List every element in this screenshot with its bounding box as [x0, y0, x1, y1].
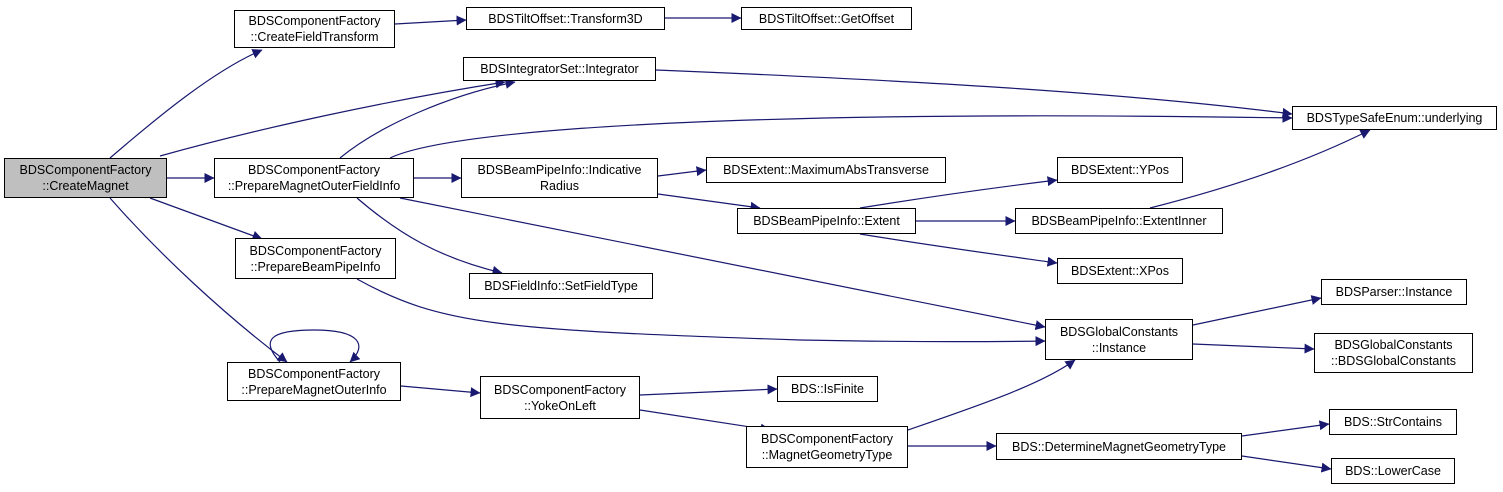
node-transform3d[interactable]: BDSTiltOffset::Transform3D: [466, 7, 665, 30]
node-label: ::CreateFieldTransform: [250, 30, 379, 44]
call-edge-indicativeradius-to-extent: [657, 193, 761, 212]
call-edge-indicativeradius-to-maximumabstransverse: [657, 166, 707, 177]
call-edge-determinemagnetgeometrytype-to-lowercase: [1241, 455, 1332, 473]
node-label: Radius: [540, 179, 579, 193]
node-label: BDSBeamPipeInfo::Indicative: [477, 163, 642, 177]
node-label: BDSComponentFactory: [760, 432, 893, 446]
node-label: BDSComponentFactory: [247, 163, 380, 177]
call-edge-createfieldtransform-to-transform3d: [394, 15, 467, 26]
call-edge-preparemagnetouterinfo-to-yokeonleft: [400, 385, 481, 398]
call-edge-createmagnet-to-createfieldtransform: [109, 49, 263, 159]
node-label: BDSComponentFactory: [493, 382, 626, 397]
node-label: ::PrepareMagnetOuterInfo: [241, 382, 387, 397]
call-edge-preparemagnetouterfieldinfo-to-underlying: [389, 112, 1293, 159]
node-label: BDSExtent::XPos: [1071, 264, 1169, 278]
node-label: BDSExtent::YPos: [1071, 163, 1169, 177]
node-label: ::MagnetGeometryType: [761, 448, 893, 462]
node-create-field-transform[interactable]: BDSComponentFactory ::CreateFieldTransfo…: [234, 10, 395, 48]
call-edge-extentinner-to-underlying: [1149, 129, 1371, 209]
call-edge-preparemagnetouterinfo-to-preparemagnetouterinfo: [269, 329, 361, 363]
call-edge-yokeonleft-to-isfinite: [639, 384, 778, 396]
node-is-finite[interactable]: BDS::IsFinite: [777, 376, 878, 402]
call-edge-globalinstance-to-parserinstance: [1192, 295, 1322, 326]
node-label: BDSParser::Instance: [1335, 285, 1453, 299]
call-edge-createmagnet-to-preparemagnetouterinfo: [109, 197, 288, 363]
call-edge-determinemagnetgeometrytype-to-strcontains: [1241, 420, 1330, 437]
node-label: BDSFieldInfo::SetFieldType: [484, 279, 638, 293]
node-global-constants-constructor[interactable]: BDSGlobalConstants ::BDSGlobalConstants: [1314, 333, 1473, 373]
node-magnet-geometry-type[interactable]: BDSComponentFactory ::MagnetGeometryType: [746, 426, 908, 468]
call-edge-integrator-to-underlying: [655, 69, 1293, 118]
node-label: BDSComponentFactory: [248, 14, 381, 28]
node-label: ::Instance: [1091, 340, 1147, 355]
node-label: BDSGlobalConstants: [1059, 324, 1179, 339]
node-ypos[interactable]: BDSExtent::YPos: [1057, 157, 1183, 183]
call-edge-createmagnet-to-preparebeampipeinfo: [149, 197, 263, 241]
node-get-offset[interactable]: BDSTiltOffset::GetOffset: [741, 7, 912, 30]
node-label: BDSComponentFactory: [249, 243, 382, 258]
node-label: BDSComponentFactory: [19, 163, 152, 177]
node-label: ::PrepareMagnetOuterFieldInfo: [227, 179, 401, 193]
call-edge-extent-to-ypos: [859, 176, 1058, 209]
node-lower-case[interactable]: BDS::LowerCase: [1331, 458, 1455, 484]
node-label: ::BDSGlobalConstants: [1330, 354, 1457, 368]
node-maximum-abs-transverse[interactable]: BDSExtent::MaximumAbsTransverse: [706, 157, 946, 183]
node-prepare-magnet-outer-field-info[interactable]: BDSComponentFactory ::PrepareMagnetOuter…: [214, 158, 414, 198]
node-set-field-type[interactable]: BDSFieldInfo::SetFieldType: [469, 273, 653, 299]
call-edge-extent-to-xpos: [859, 233, 1058, 267]
node-prepare-magnet-outer-info[interactable]: BDSComponentFactory ::PrepareMagnetOuter…: [227, 362, 401, 401]
node-label: BDSComponentFactory: [247, 366, 380, 381]
node-extent[interactable]: BDSBeamPipeInfo::Extent: [737, 208, 916, 234]
node-label: ::CreateMagnet: [42, 179, 129, 193]
node-label: BDSTypeSafeEnum::underlying: [1306, 111, 1483, 125]
node-xpos[interactable]: BDSExtent::XPos: [1057, 258, 1183, 284]
node-label: BDS::StrContains: [1344, 415, 1442, 429]
node-indicative-radius[interactable]: BDSBeamPipeInfo::Indicative Radius: [461, 158, 658, 198]
node-label: BDS::DetermineMagnetGeometryType: [1012, 439, 1226, 454]
call-edge-preparemagnetouterfieldinfo-to-setfieldtype: [356, 197, 503, 276]
node-label: BDSExtent::MaximumAbsTransverse: [723, 163, 929, 177]
node-global-constants-instance[interactable]: BDSGlobalConstants ::Instance: [1045, 319, 1193, 360]
call-edge-preparebeampipeinfo-to-globalinstance: [356, 278, 1046, 347]
node-str-contains[interactable]: BDS::StrContains: [1329, 409, 1457, 435]
call-edge-preparemagnetouterfieldinfo-to-integrator: [339, 78, 516, 159]
node-label: BDSIntegratorSet::Integrator: [480, 62, 639, 76]
node-parser-instance[interactable]: BDSParser::Instance: [1321, 279, 1467, 305]
node-label: ::PrepareBeamPipeInfo: [250, 259, 381, 274]
node-create-magnet: BDSComponentFactory ::CreateMagnet: [4, 158, 167, 198]
node-label: BDS::IsFinite: [791, 382, 864, 396]
call-edge-preparemagnetouterfieldinfo-to-globalinstance: [399, 197, 1046, 331]
node-label: BDS::LowerCase: [1345, 464, 1441, 478]
node-prepare-beam-pipe-info[interactable]: BDSComponentFactory ::PrepareBeamPipeInf…: [235, 238, 396, 279]
node-underlying[interactable]: BDSTypeSafeEnum::underlying: [1292, 106, 1497, 130]
node-label: BDSBeamPipeInfo::Extent: [753, 214, 900, 228]
node-label: BDSGlobalConstants: [1334, 338, 1453, 352]
call-edge-globalinstance-to-globalconstants: [1192, 343, 1315, 354]
call-edge-createmagnet-to-integrator: [159, 78, 506, 157]
call-edge-magnetgeometrytype-to-globalinstance: [907, 359, 1076, 431]
node-determine-magnet-geometry-type[interactable]: BDS::DetermineMagnetGeometryType: [996, 433, 1242, 460]
node-extent-inner[interactable]: BDSBeamPipeInfo::ExtentInner: [1015, 208, 1223, 234]
node-label: ::YokeOnLeft: [524, 398, 596, 413]
node-label: BDSTiltOffset::GetOffset: [758, 11, 895, 26]
node-yoke-on-left[interactable]: BDSComponentFactory ::YokeOnLeft: [480, 376, 640, 419]
node-label: BDSBeamPipeInfo::ExtentInner: [1031, 214, 1207, 228]
node-integrator[interactable]: BDSIntegratorSet::Integrator: [463, 57, 656, 81]
node-label: BDSTiltOffset::Transform3D: [488, 11, 643, 26]
